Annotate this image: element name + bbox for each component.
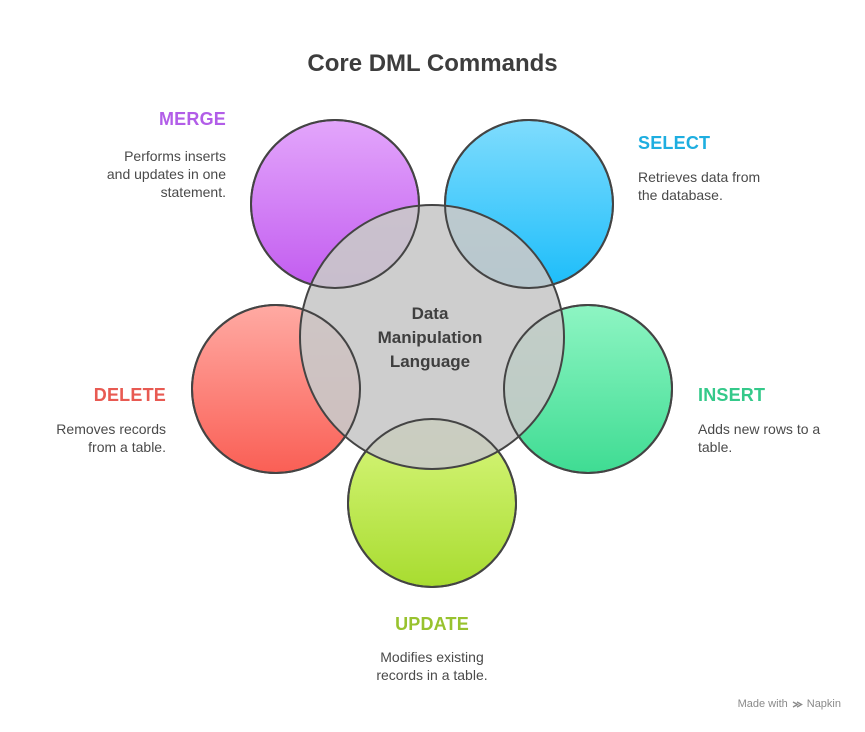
made-with-text: Made with	[737, 698, 788, 710]
merge-label: MERGE	[158, 109, 226, 129]
delete-outline	[191, 304, 361, 474]
select-desc-line2: the database.	[638, 187, 723, 203]
insert-desc-line2: table.	[698, 439, 733, 455]
center-label-line3: Language	[390, 352, 470, 371]
select-outline	[444, 119, 614, 289]
delete-description: Removes records from a table.	[16, 420, 166, 456]
merge-outline	[250, 119, 420, 289]
update-label: UPDATE	[395, 614, 469, 634]
update-desc-line1: Modifies existing	[380, 649, 484, 665]
merge-description: Performs inserts and updates in one stat…	[60, 147, 226, 201]
select-desc-line1: Retrieves data from	[638, 169, 761, 185]
delete-desc-line1: Removes records	[56, 421, 166, 437]
center-label-line1: Data	[412, 304, 449, 323]
delete-label: DELETE	[93, 385, 166, 405]
update-description: Modifies existing records in a table.	[312, 648, 552, 684]
insert-description: Adds new rows to a table.	[698, 420, 858, 456]
insert-desc-line1: Adds new rows to a	[698, 421, 821, 437]
insert-outline	[503, 304, 673, 474]
center-circle	[299, 204, 565, 470]
napkin-brand-text: Napkin	[806, 698, 841, 710]
delete-desc-line2: from a table.	[88, 439, 166, 455]
merge-desc-line3: statement.	[160, 184, 226, 200]
select-description: Retrieves data from the database.	[638, 168, 818, 204]
select-label: SELECT	[638, 133, 711, 153]
diagram-title: Core DML Commands	[307, 50, 558, 77]
merge-desc-line1: Performs inserts	[124, 148, 226, 164]
update-desc-line2: records in a table.	[376, 667, 488, 683]
merge-desc-line2: and updates in one	[106, 166, 226, 182]
napkin-logo-icon	[792, 700, 803, 708]
insert-label: INSERT	[698, 385, 766, 405]
update-outline	[347, 418, 517, 588]
napkin-credit[interactable]: Made with Napkin	[738, 698, 841, 710]
center-label-line2: Manipulation	[378, 328, 483, 347]
